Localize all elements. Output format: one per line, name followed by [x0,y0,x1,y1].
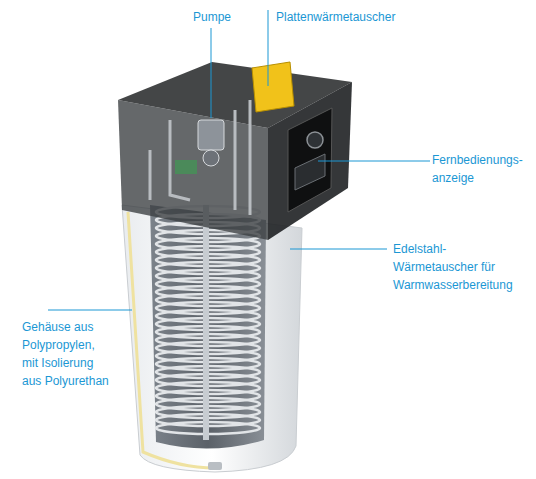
callout-label: Fernbedienungs- anzeige [432,151,532,187]
display-dial [307,132,323,148]
leader-lines [48,10,430,310]
cover-left [118,100,268,240]
pipework [150,100,250,215]
insulation-layer [128,212,215,468]
pump [198,120,224,166]
display-panel [288,108,332,212]
leader-line [318,161,430,162]
plate-heat-exchanger [252,62,294,112]
circuit-board [175,160,197,174]
leader-line [290,249,387,250]
tank-interior [150,205,266,449]
leader-line [48,310,132,311]
outlet-fitting [208,462,222,470]
callout-label: Edelstahl- Wärmetauscher für Warmwasserb… [393,240,521,294]
callout-label: Gehäuse aus Polypropylen, mit Isolierung… [22,318,113,390]
callout-label: Plattenwärmetauscher [276,8,395,26]
display-screen [295,154,325,190]
center-pipe [203,205,209,440]
callout-label: Pumpe [193,8,231,26]
leader-line [211,28,212,118]
leader-line [268,10,269,86]
tank-housing [122,205,302,472]
